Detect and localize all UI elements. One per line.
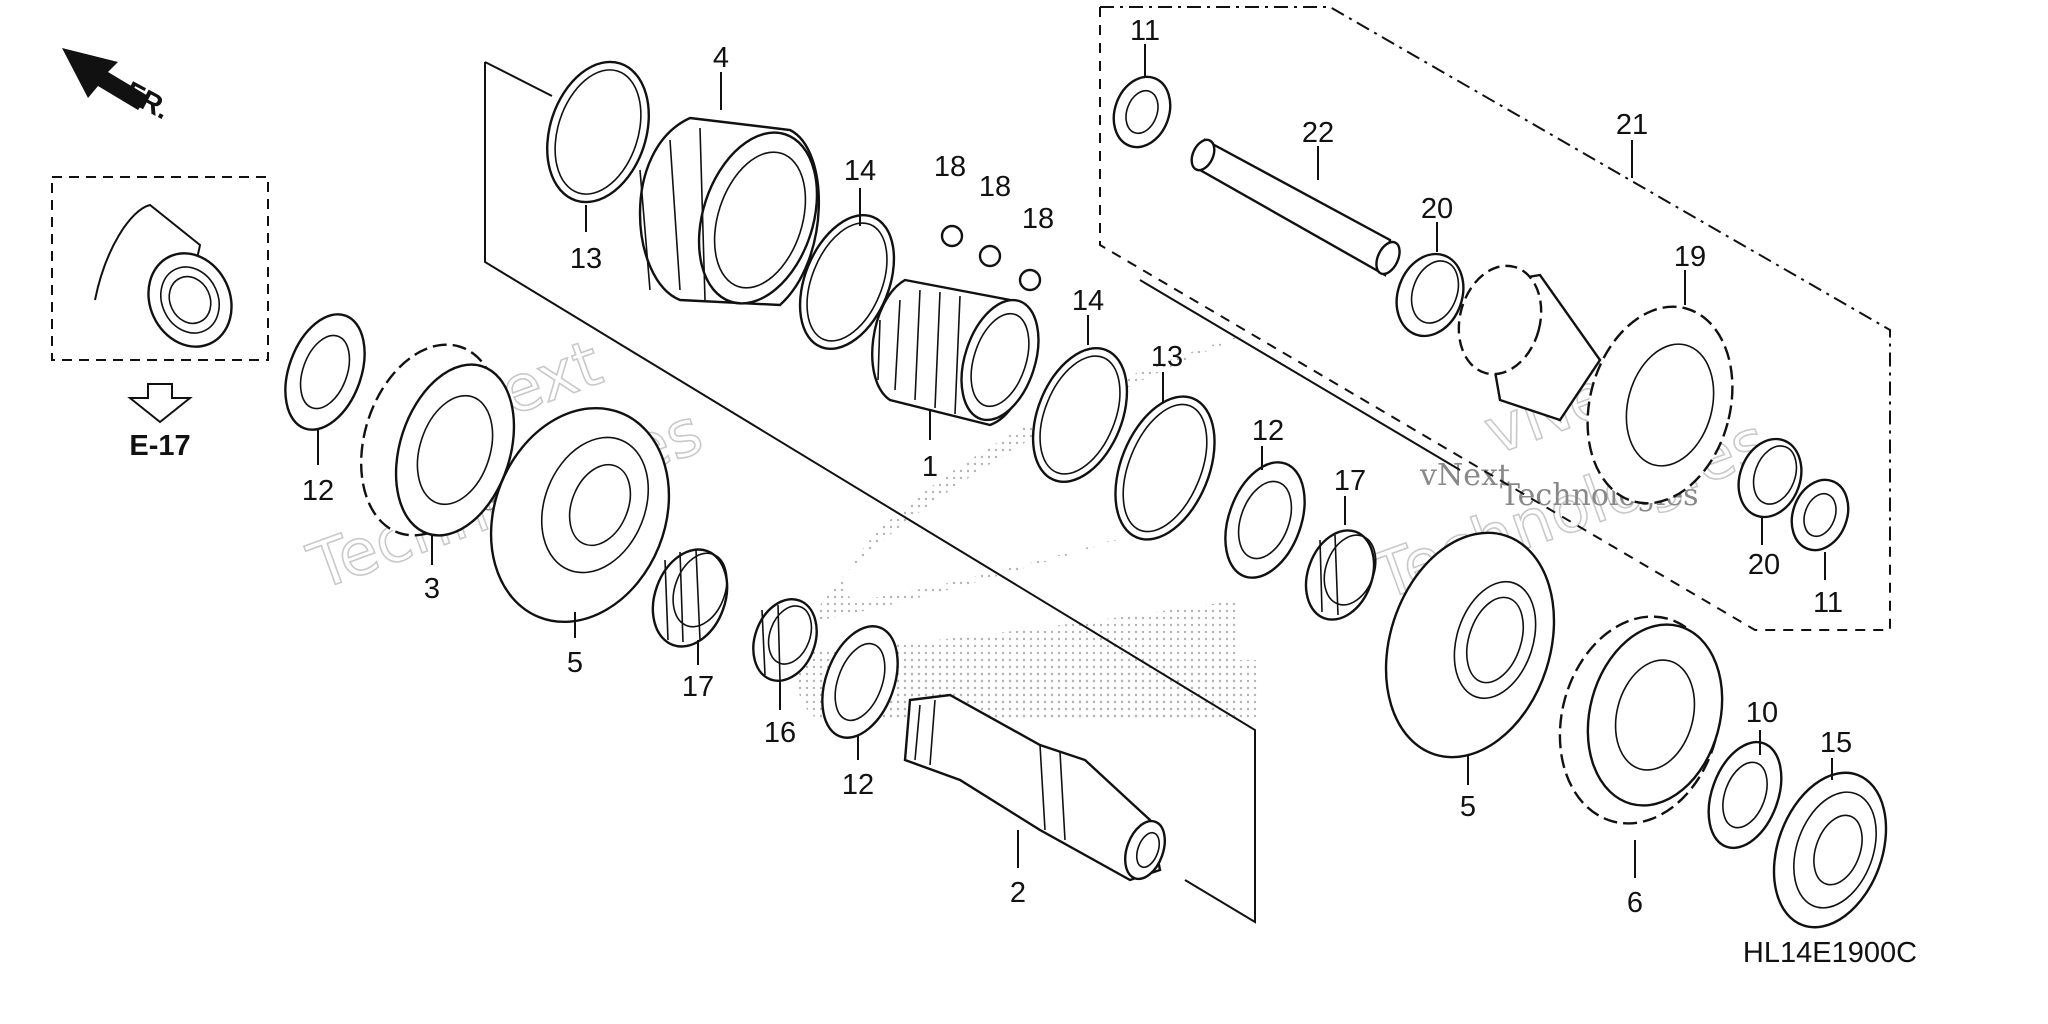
ball-bearing-15 <box>1772 771 1888 929</box>
shaft-2 <box>903 693 1166 882</box>
drawing-code: HL14E1900C <box>1743 937 1917 969</box>
washer-12-left <box>284 313 366 431</box>
callout-12: 12 <box>302 475 334 507</box>
gear-19 <box>1457 264 1734 505</box>
callout-12: 12 <box>1252 415 1284 447</box>
washer-12-right <box>1224 461 1306 579</box>
callout-13: 13 <box>570 243 602 275</box>
assembly-frame-right <box>1099 6 1891 631</box>
callout-14: 14 <box>844 155 876 187</box>
callout-11: 11 <box>1813 587 1843 619</box>
gear-6 <box>1558 615 1724 825</box>
ball-18-a <box>940 224 964 248</box>
callout-14: 14 <box>1072 285 1104 317</box>
callouts: 4 13 14 18 18 18 1 14 13 12 3 5 17 16 12… <box>302 15 1852 919</box>
svg-text:vNext: vNext <box>1419 458 1510 493</box>
washer-11-bottom <box>1790 478 1850 552</box>
ball-18-b <box>978 244 1002 268</box>
needle-bearing-17-left <box>651 548 729 648</box>
callout-5: 5 <box>567 647 583 679</box>
callout-19: 19 <box>1674 241 1706 273</box>
ball-18-c <box>1018 268 1042 292</box>
circlip-14-lower <box>1031 347 1129 483</box>
needle-bearing-20-lower <box>1737 437 1803 519</box>
callout-5: 5 <box>1460 791 1476 823</box>
callout-20: 20 <box>1748 549 1780 581</box>
needle-bearing-20-upper <box>1395 252 1465 338</box>
callout-1: 1 <box>922 451 938 483</box>
pin-shaft-22 <box>1190 138 1401 277</box>
washer-11-top <box>1112 75 1172 149</box>
callout-18: 18 <box>979 171 1011 203</box>
drive-disc-5-left <box>489 406 671 624</box>
needle-bearing-17-right <box>1304 529 1377 621</box>
callout-21: 21 <box>1616 109 1648 141</box>
callout-20: 20 <box>1421 193 1453 225</box>
callout-17: 17 <box>682 671 714 703</box>
callout-11: 11 <box>1130 15 1160 47</box>
callout-15: 15 <box>1820 727 1852 759</box>
direction-label: FR. <box>119 76 175 126</box>
callout-10: 10 <box>1746 697 1778 729</box>
washer-10 <box>1707 740 1783 850</box>
callout-6: 6 <box>1627 887 1643 919</box>
callout-3: 3 <box>424 573 440 605</box>
callout-2: 2 <box>1010 877 1026 909</box>
washer-12-mid <box>821 625 899 739</box>
circlip-14-upper <box>798 214 896 350</box>
callout-18: 18 <box>1022 203 1054 235</box>
callout-18: 18 <box>934 151 966 183</box>
circlip-13-top <box>546 60 650 204</box>
callout-12: 12 <box>842 769 874 801</box>
drive-disc-5-right <box>1384 531 1556 759</box>
callout-17: 17 <box>1334 465 1366 497</box>
clutch-housing-4 <box>638 116 821 307</box>
circlip-13-lower <box>1114 395 1216 541</box>
callout-4: 4 <box>713 42 729 74</box>
clutch-cage-1 <box>871 278 1040 427</box>
front-direction-arrow: FR. <box>62 48 175 126</box>
callout-16: 16 <box>764 717 796 749</box>
reference-inset: E-17 <box>51 176 269 462</box>
needle-bearing-16 <box>752 598 818 682</box>
gear-3 <box>359 343 516 537</box>
callout-13: 13 <box>1151 341 1183 373</box>
leader-lines <box>317 44 1833 878</box>
reference-label: E-17 <box>129 430 190 462</box>
assembly-frame-left <box>484 61 553 97</box>
callout-22: 22 <box>1302 117 1334 149</box>
